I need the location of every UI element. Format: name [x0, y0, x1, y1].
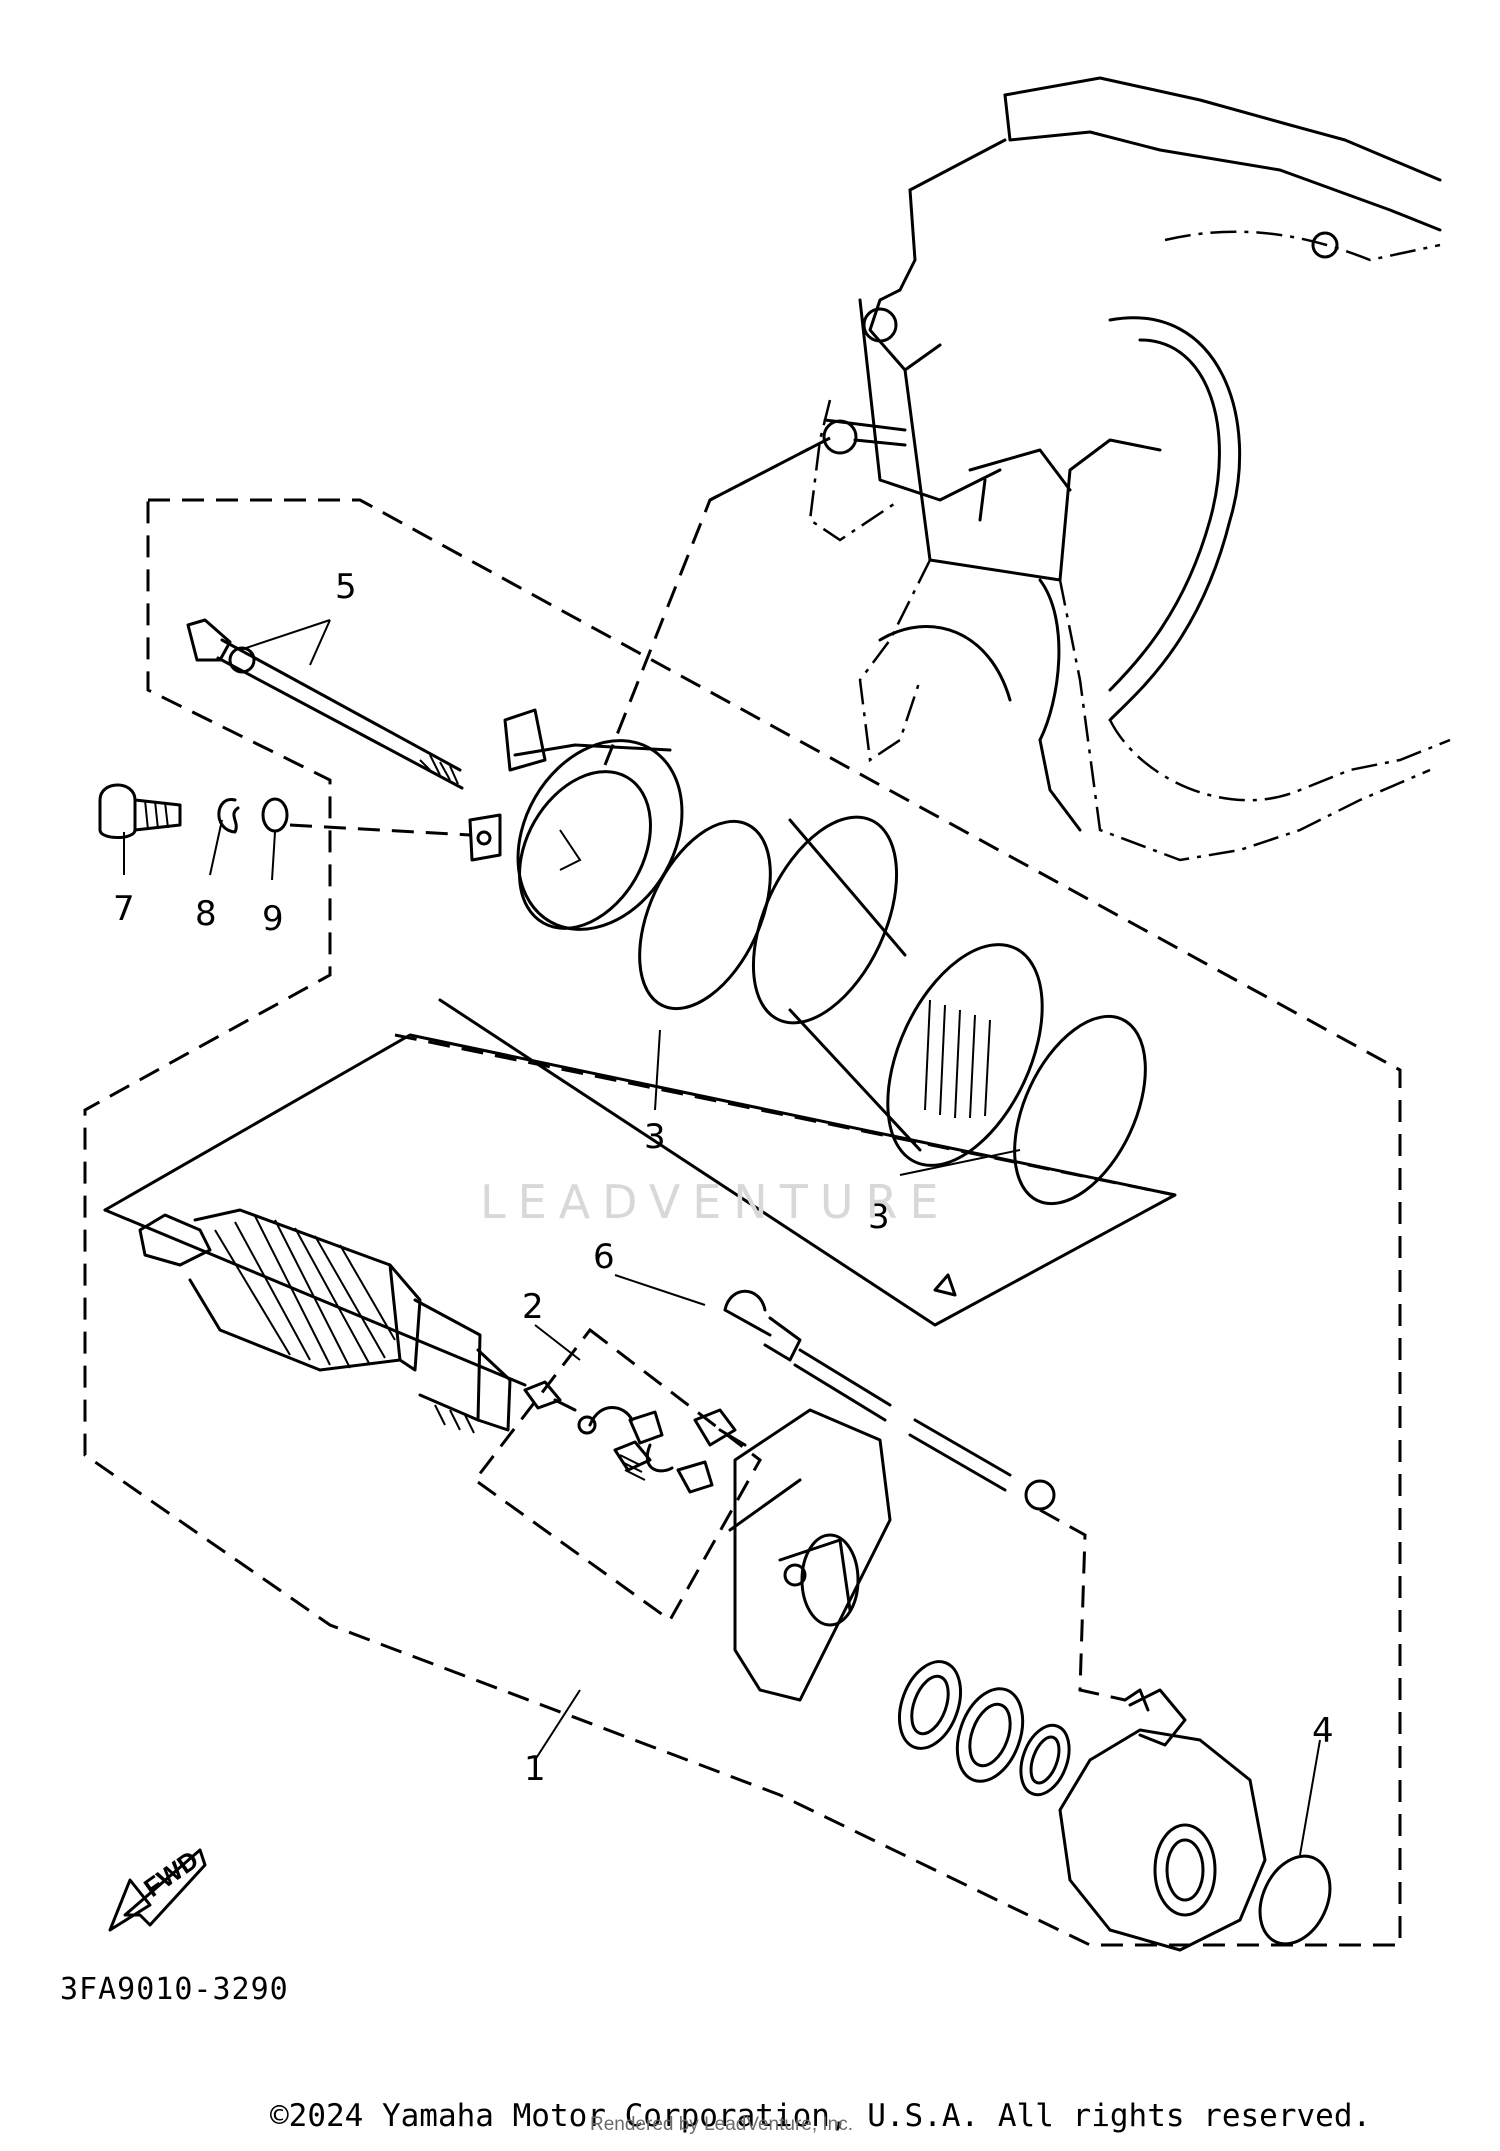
callout-7: 7	[113, 889, 135, 929]
callout-3-right: 3	[868, 1197, 890, 1237]
diagram-code: 3FA9010-3290	[60, 1972, 289, 2007]
callout-1: 1	[524, 1749, 546, 1789]
o-ring-right	[1013, 1014, 1147, 1206]
rendered-by-credit: Rendered by LeadVenture, Inc.	[590, 2114, 854, 2135]
front-cover	[468, 708, 684, 931]
watermark: LEADVENTURE	[480, 1175, 951, 1229]
motor-rear-housing	[1039, 1508, 1267, 1952]
o-ring-4	[1258, 1854, 1332, 1946]
callout-6: 6	[593, 1237, 615, 1277]
callout-8: 8	[195, 894, 217, 934]
seals-bearings	[898, 1660, 1071, 1797]
callout-5: 5	[335, 567, 357, 607]
callout-2: 2	[522, 1287, 544, 1327]
crankcase-outline	[808, 76, 1451, 862]
reference-mark	[933, 1273, 957, 1297]
callout-9: 9	[262, 899, 284, 939]
small-fasteners	[98, 783, 289, 839]
copyright-notice: ©2024 Yamaha Motor Corporation, U.S.A. A…	[270, 2098, 1372, 2134]
o-ring-left	[638, 819, 772, 1011]
callout-3-left: 3	[644, 1117, 666, 1157]
terminal-lead	[723, 1289, 1056, 1511]
yoke	[751, 815, 1044, 1167]
armature	[138, 1208, 512, 1434]
brush-set	[523, 1380, 747, 1494]
leader-lines	[123, 436, 1321, 1856]
callout-4: 4	[1312, 1711, 1334, 1751]
fwd-arrow: FWD	[108, 1844, 207, 1932]
callout-labels: 1 2 3 3 4 5 6 7 8 9	[113, 567, 1334, 1789]
brush-plate	[728, 1408, 892, 1702]
long-bolt	[186, 618, 464, 790]
